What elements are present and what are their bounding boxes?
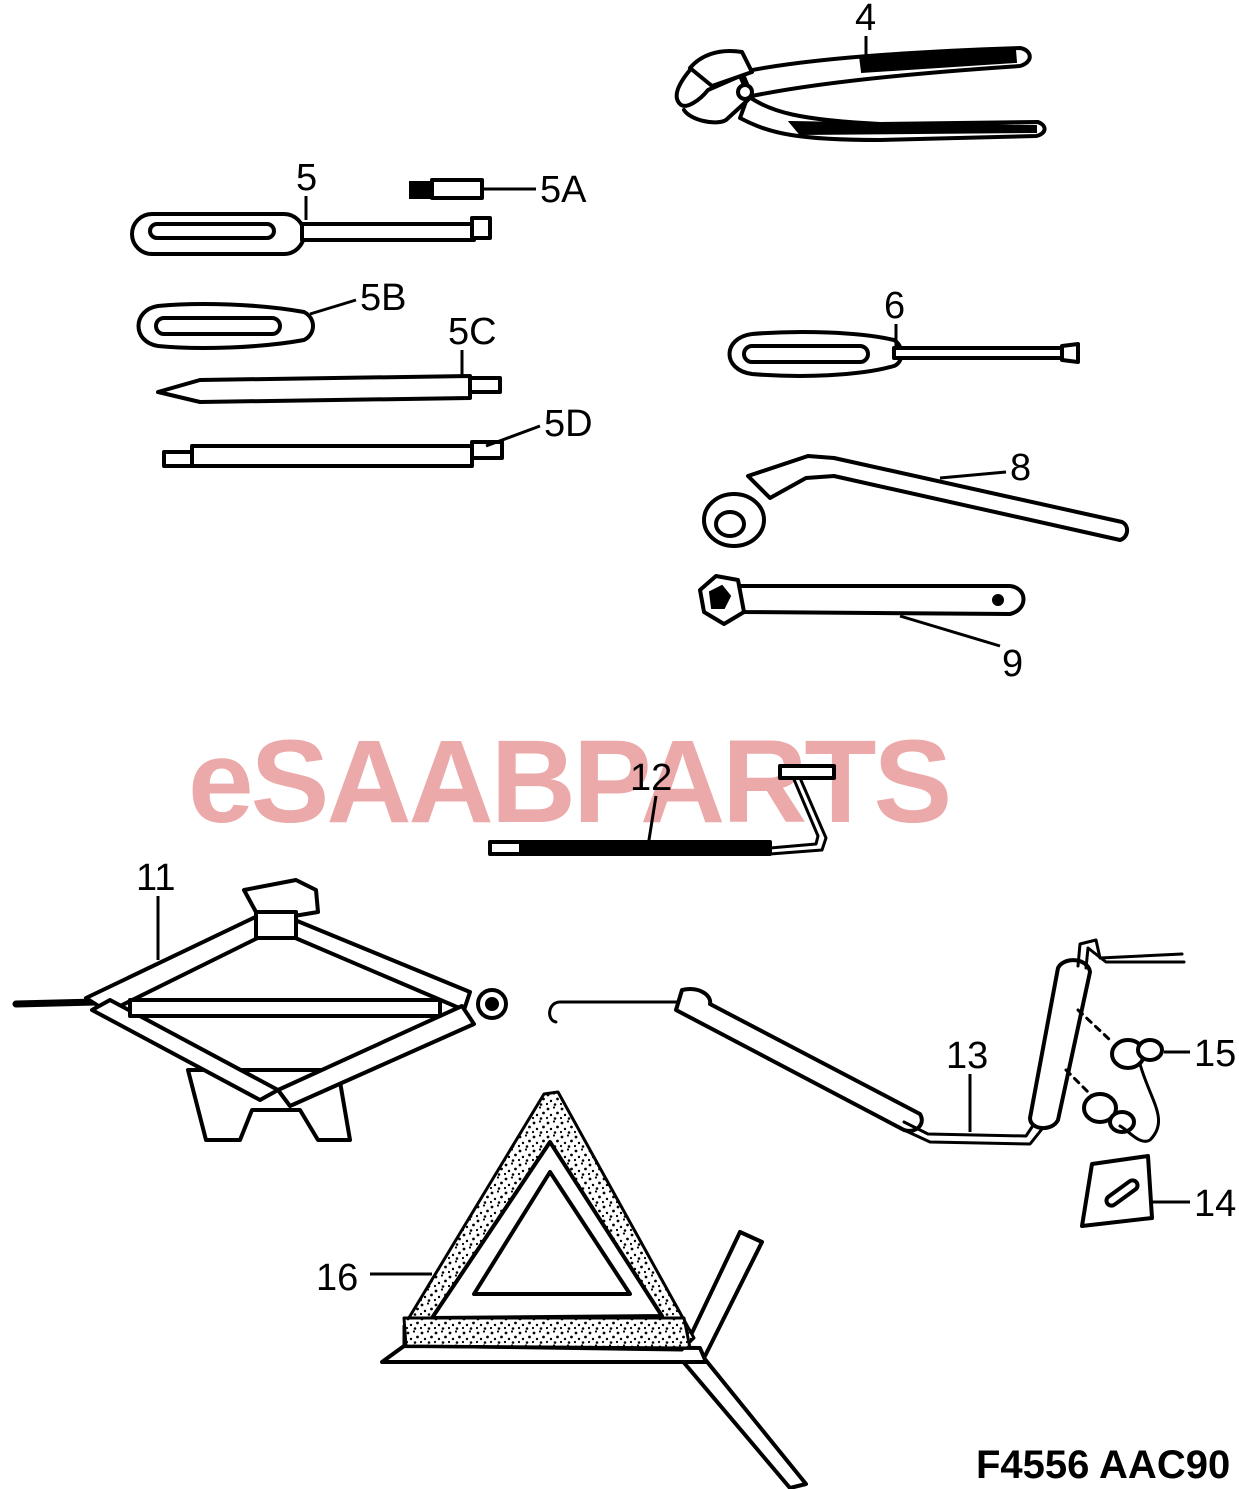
callout-12: 12 — [630, 757, 672, 799]
screwdriver-icon — [727, 330, 1080, 378]
crank-handle-icon — [548, 938, 1186, 1146]
leader-12 — [646, 795, 658, 847]
flat-blade-icon — [156, 374, 502, 404]
callout-9: 9 — [1002, 643, 1023, 685]
bit-adapter-icon — [409, 178, 484, 200]
callout-5d: 5D — [544, 403, 593, 445]
clip-icon — [1064, 1008, 1164, 1143]
spanner-icon — [698, 574, 1026, 626]
callout-15: 15 — [1194, 1033, 1236, 1075]
jack-crank-icon — [488, 764, 836, 856]
scissor-jack-icon — [12, 878, 508, 1142]
phillips-blade-icon — [162, 440, 504, 468]
callout-5: 5 — [296, 157, 317, 199]
leader-8 — [939, 470, 1007, 480]
callout-14: 14 — [1194, 1183, 1236, 1225]
pliers-icon — [674, 46, 1047, 142]
drawing-code: F4556 AAC90 — [976, 1443, 1230, 1487]
callout-5b: 5B — [360, 277, 406, 319]
plate-icon — [1080, 1154, 1154, 1228]
callout-8: 8 — [1010, 447, 1031, 489]
screwdriver-handle-icon — [130, 212, 492, 256]
callout-11: 11 — [136, 857, 175, 899]
callout-13: 13 — [946, 1035, 988, 1077]
leader-5b — [309, 298, 357, 316]
warning-triangle-icon — [380, 1090, 808, 1489]
callout-6: 6 — [884, 285, 905, 327]
callout-16: 16 — [316, 1257, 358, 1299]
callout-4: 4 — [855, 0, 876, 39]
leader-9 — [899, 614, 1001, 648]
wheel-wrench-icon — [702, 454, 1129, 548]
callout-5a: 5A — [540, 169, 587, 211]
callout-5c: 5C — [448, 311, 497, 353]
leader-5d — [485, 424, 541, 448]
watermark: eSAABPARTS — [188, 716, 949, 848]
handle-icon — [136, 302, 315, 350]
